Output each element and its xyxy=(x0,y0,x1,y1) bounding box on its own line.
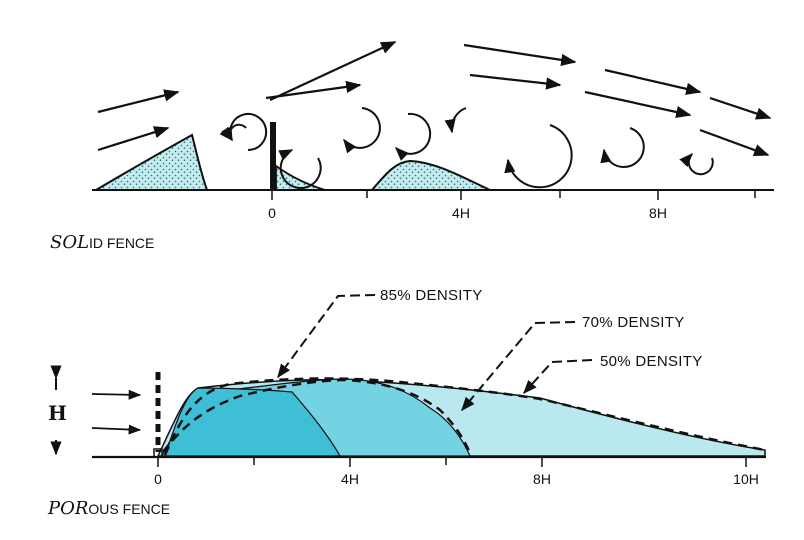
porous-wind-arrows xyxy=(91,389,142,435)
wind-arrow xyxy=(463,43,577,66)
porous-tick-label: 8H xyxy=(533,471,551,487)
porous-title-prefix: POR xyxy=(47,498,88,519)
porous-tick-label: 10H xyxy=(733,471,759,487)
eddies xyxy=(219,107,714,189)
solid-tick-label: 8H xyxy=(649,205,667,221)
eddy-arrow xyxy=(343,107,381,154)
porous-tick-label: 4H xyxy=(341,471,359,487)
solid-tick-label: 0 xyxy=(268,205,276,221)
solid-fence-title: SOLID FENCE xyxy=(50,232,154,253)
wind-arrow xyxy=(91,389,142,400)
density-50-profile xyxy=(163,377,766,456)
callout-leaders xyxy=(277,294,593,412)
wind-arrow xyxy=(269,41,397,101)
leader-85 xyxy=(277,294,376,379)
leader-50 xyxy=(523,359,593,395)
eddy-arrow xyxy=(600,127,645,168)
eddy-arrow xyxy=(221,113,268,152)
wind-arrow xyxy=(699,128,770,157)
eddy-arrow xyxy=(504,124,573,189)
wind-arrow xyxy=(709,96,772,120)
density-70-profile xyxy=(162,378,473,457)
solid-fence xyxy=(270,122,276,190)
callout-70-density: 70% DENSITY xyxy=(582,314,685,331)
porous-title-rest: OUS FENCE xyxy=(88,501,170,517)
wind-arrow xyxy=(97,89,180,114)
downwind-drift xyxy=(369,159,491,191)
eddy-arrow xyxy=(444,107,467,134)
upwind-drift xyxy=(92,133,209,191)
eddy-arrow xyxy=(395,112,432,161)
wind-arrow xyxy=(91,424,142,435)
wind-arrow xyxy=(604,68,702,95)
wind-arrow xyxy=(97,126,170,152)
solid-tick-label: 4H xyxy=(452,205,470,221)
wind-arrow xyxy=(469,73,562,90)
height-label: H xyxy=(48,401,67,425)
porous-tick-label: 0 xyxy=(154,471,162,487)
wind-arrow xyxy=(584,90,692,119)
callout-85-density: 85% DENSITY xyxy=(380,287,483,304)
density-85-region xyxy=(164,387,342,457)
solid-fence-panel: 0 4H 8H SOLID FENCE xyxy=(50,41,774,253)
wind-arrows xyxy=(97,41,772,157)
eddy-arrow xyxy=(278,149,322,189)
callout-50-density: 50% DENSITY xyxy=(600,353,703,370)
eddy-arrow xyxy=(679,152,714,176)
wind-arrow xyxy=(265,80,362,100)
solid-title-rest: ID FENCE xyxy=(89,235,154,251)
porous-fence-panel: H 85% DENSITY 70% DENSITY 50% DENSITY 0 … xyxy=(47,287,766,519)
porous-fence-base xyxy=(153,448,163,458)
eddy-arrow xyxy=(219,123,247,142)
porous-fence-title: POROUS FENCE xyxy=(47,498,170,519)
solid-title-prefix: SOL xyxy=(50,232,89,253)
